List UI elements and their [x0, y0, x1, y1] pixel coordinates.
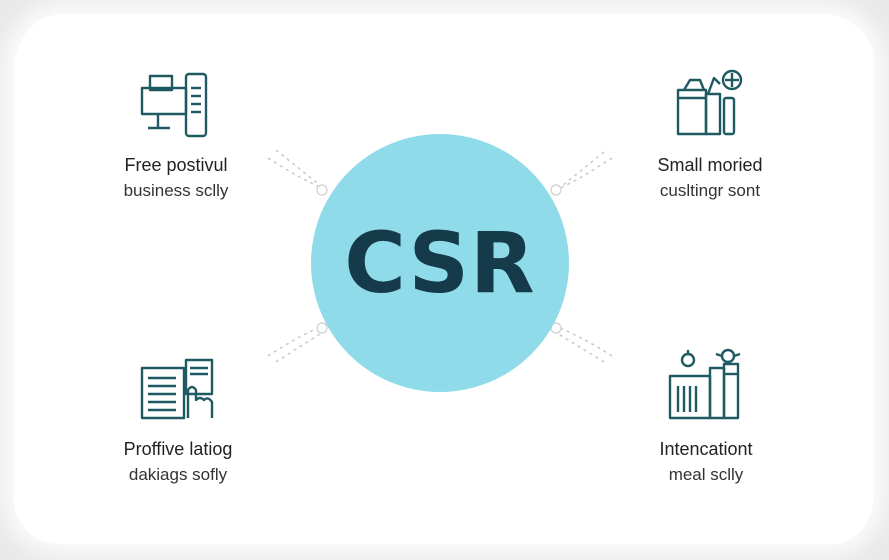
connector-bottom-right — [555, 325, 613, 357]
node-top-right: Small moried cusltingr sont — [620, 68, 800, 202]
shopping-bags-icon — [676, 69, 743, 136]
node-subtitle: meal sclly — [668, 465, 744, 484]
node-subtitle: dakiags sofly — [128, 465, 228, 484]
connector-top-right — [555, 157, 613, 191]
center-circle: CSR — [311, 134, 569, 392]
node-bottom-left: Proffive latiog dakiags sofly — [88, 356, 268, 486]
node-title: Small moried — [657, 155, 763, 175]
node-subtitle: business sclly — [123, 181, 229, 200]
center-label: CSR — [344, 214, 536, 312]
node-title: Free postivul — [124, 155, 228, 175]
node-subtitle: cusltingr sont — [659, 181, 761, 200]
node-title: Intencationt — [659, 439, 753, 459]
factory-building-icon — [668, 348, 741, 420]
node-top-left: Free postivul business sclly — [86, 68, 266, 202]
document-hand-icon — [140, 358, 214, 420]
desktop-computer-icon — [140, 72, 208, 138]
connector-bottom-left — [267, 325, 323, 357]
node-bottom-right: Intencationt meal sclly — [616, 346, 796, 486]
connector-top-left — [267, 157, 323, 189]
node-title: Proffive latiog — [123, 439, 233, 459]
